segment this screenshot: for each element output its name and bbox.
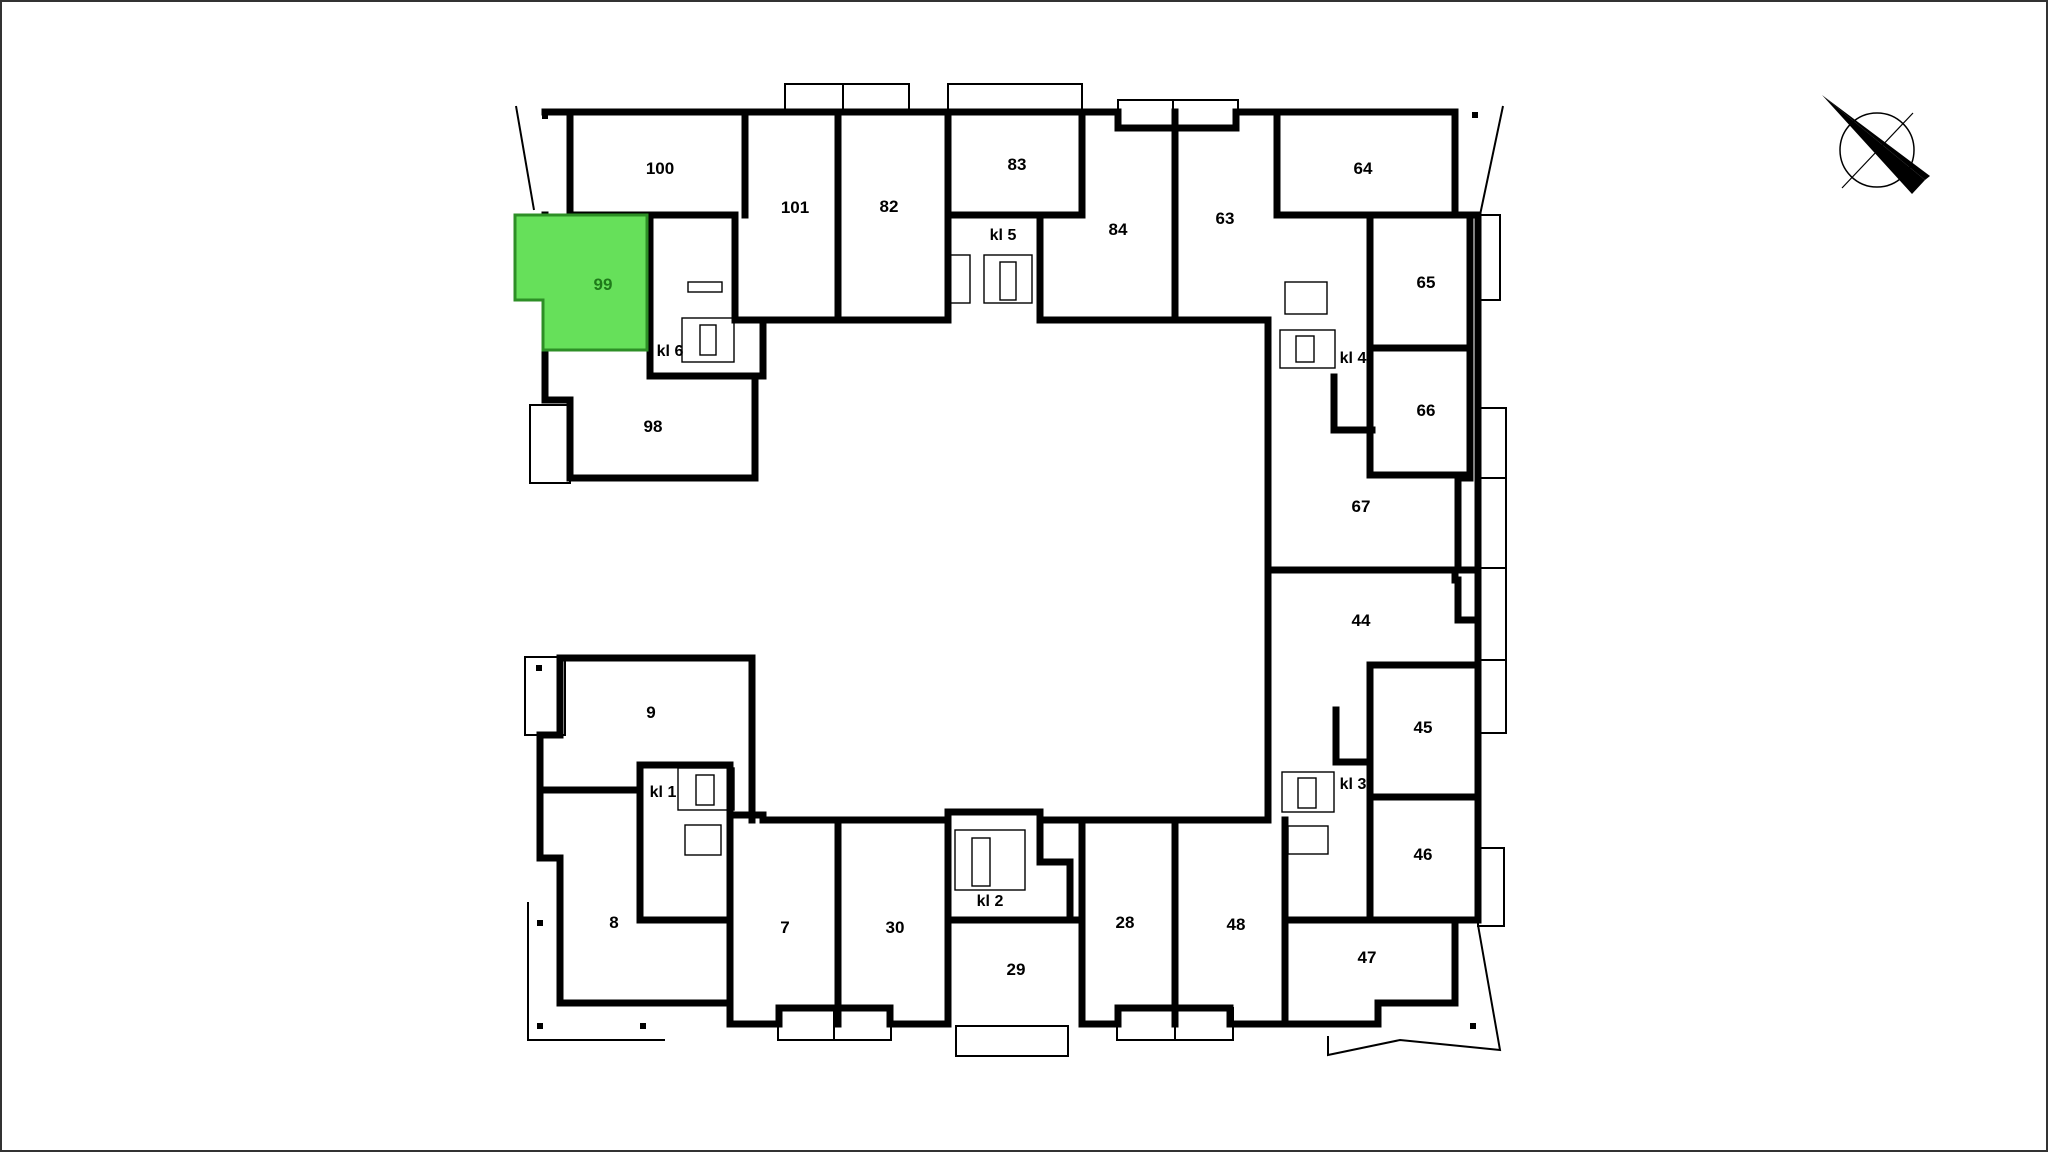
unit-label-101[interactable]: 101 [781,198,809,217]
staircase-label-kl5: kl 5 [990,227,1017,244]
walls [536,108,1482,1028]
staircase-label-kl3: kl 3 [1340,776,1367,793]
unit-labels: 100 101 82 83 84 63 64 65 66 67 99 98 44… [594,155,1436,979]
north-arrow-icon [1822,95,1930,194]
unit-label-63[interactable]: 63 [1216,209,1235,228]
unit-label-100[interactable]: 100 [646,159,674,178]
markers [536,112,1478,1029]
unit-label-47[interactable]: 47 [1358,948,1377,967]
unit-label-30[interactable]: 30 [886,918,905,937]
unit-label-98[interactable]: 98 [644,417,663,436]
unit-label-45[interactable]: 45 [1414,718,1433,737]
unit-99-highlight[interactable] [513,213,649,352]
unit-label-7[interactable]: 7 [780,918,789,937]
unit-label-83[interactable]: 83 [1008,155,1027,174]
unit-label-46[interactable]: 46 [1414,845,1433,864]
unit-label-29[interactable]: 29 [1007,960,1026,979]
unit-label-28[interactable]: 28 [1116,913,1135,932]
unit-label-9[interactable]: 9 [646,703,655,722]
unit-label-82[interactable]: 82 [880,197,899,216]
unit-label-84[interactable]: 84 [1109,220,1128,239]
staircase-label-kl6: kl 6 [657,343,684,360]
unit-label-99[interactable]: 99 [594,275,613,294]
unit-label-67[interactable]: 67 [1352,497,1371,516]
staircase-labels: kl 1 kl 2 kl 3 kl 4 kl 5 kl 6 [650,227,1367,910]
unit-label-48[interactable]: 48 [1227,915,1246,934]
stairs [677,254,1336,891]
unit-label-44[interactable]: 44 [1352,611,1371,630]
unit-label-66[interactable]: 66 [1417,401,1436,420]
unit-label-65[interactable]: 65 [1417,273,1436,292]
unit-label-8[interactable]: 8 [609,913,618,932]
staircase-label-kl4: kl 4 [1340,350,1367,367]
staircase-label-kl1: kl 1 [650,784,677,801]
staircase-label-kl2: kl 2 [977,893,1004,910]
unit-label-64[interactable]: 64 [1354,159,1373,178]
